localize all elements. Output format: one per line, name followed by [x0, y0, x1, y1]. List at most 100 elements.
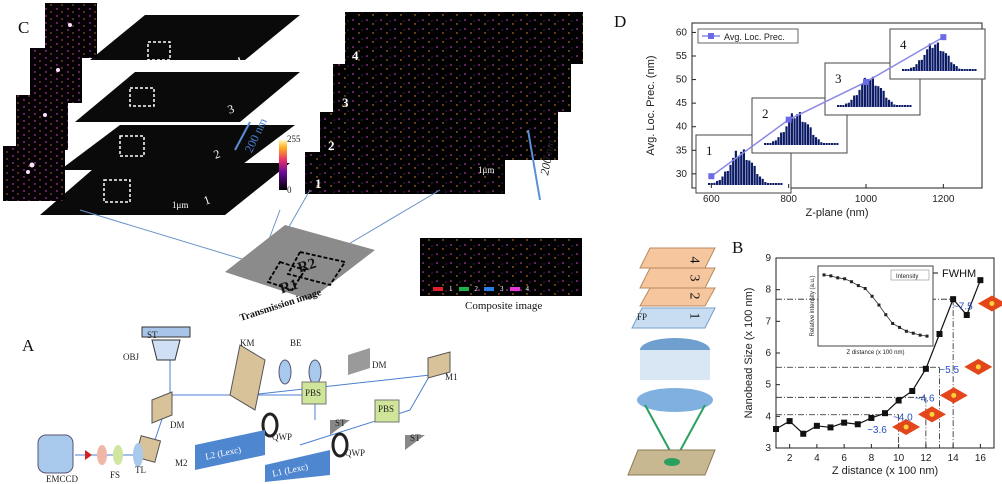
- histogram-bar: [877, 86, 880, 107]
- flat-number-1: 1: [315, 176, 322, 191]
- transmission-image: [225, 225, 375, 300]
- histogram-bar: [780, 132, 783, 145]
- histogram-bar: [774, 183, 778, 185]
- histogram-bar: [974, 69, 977, 71]
- intensity-point: [870, 294, 874, 298]
- x-tick-label: 14: [948, 453, 960, 464]
- legend-swatch-1: [433, 287, 443, 291]
- panel-c-graphic: [3, 3, 583, 300]
- histogram-bar: [708, 183, 711, 185]
- histogram-bar: [847, 102, 850, 107]
- objective-body: [640, 350, 710, 380]
- histogram-bar: [903, 105, 907, 107]
- data-point: [882, 410, 888, 417]
- colorbar: [279, 140, 287, 190]
- histogram-bar: [772, 183, 775, 185]
- x-axis-label-b: Z distance (x 100 nm): [832, 465, 938, 477]
- emccd-camera: [37, 434, 74, 474]
- z-spacing-arrow-left: [234, 121, 251, 151]
- multifocal-schematic: [627, 247, 716, 476]
- plane-number-4: 4: [686, 256, 702, 264]
- annotation-1: ~3.6: [867, 425, 887, 436]
- histogram-bar: [923, 54, 926, 71]
- histogram-bar: [879, 88, 883, 107]
- histogram-bar: [724, 171, 727, 185]
- x-tick-label: 1200: [932, 194, 955, 205]
- intensity-y-label: Relative intensity (a.u.): [810, 275, 816, 336]
- be-lens-1: [278, 359, 292, 385]
- histogram-bar: [944, 53, 948, 71]
- histogram-bar: [963, 69, 966, 71]
- histogram-bar: [966, 69, 969, 71]
- y-axis-label-d: Avg. Loc. Prec. (nm): [645, 55, 657, 155]
- flat-number-2: 2: [328, 138, 335, 153]
- histogram-bar: [910, 67, 913, 71]
- qwp-1: [261, 412, 279, 438]
- histogram-bar: [798, 112, 801, 145]
- histogram-bar: [920, 59, 923, 71]
- histogram-bar: [804, 122, 807, 145]
- data-point: [708, 173, 715, 180]
- colorbar-min: 0: [287, 185, 292, 195]
- histogram-bar: [901, 105, 904, 107]
- label-pbs-2: PBS: [378, 404, 395, 414]
- histogram-bar: [869, 78, 872, 107]
- histogram-bar: [806, 124, 810, 145]
- intensity-point: [911, 331, 915, 335]
- y-tick-label: 30: [676, 169, 688, 180]
- inset-number-1: 1: [706, 143, 713, 158]
- histogram-bar: [782, 132, 785, 145]
- data-point: [863, 78, 869, 85]
- histogram-bar: [801, 121, 804, 145]
- intensity-point: [877, 303, 881, 307]
- series-line-avg-loc-prec: [710, 36, 944, 177]
- label-be: BE: [290, 338, 302, 348]
- panel-b-label: B: [732, 238, 744, 257]
- data-point: [922, 365, 929, 372]
- histogram-bars-3: [837, 76, 912, 107]
- histogram-bar: [939, 50, 942, 71]
- histogram-bar: [918, 60, 921, 71]
- histogram-bar: [734, 150, 737, 185]
- plane-number-1: 1: [686, 312, 702, 320]
- histogram-bar: [931, 47, 934, 71]
- histogram-bars-2: [764, 112, 839, 145]
- focal-plane-3: [639, 267, 716, 289]
- histogram-bar: [855, 95, 858, 107]
- label-dm-left: DM: [170, 420, 185, 430]
- flat-image-3: [333, 64, 571, 112]
- histogram-bar: [866, 82, 869, 107]
- scale-bar-label-left: 1μm: [172, 200, 189, 210]
- label-tl: TL: [135, 465, 146, 475]
- data-point: [977, 277, 984, 284]
- intensity-legend-label: Intensity: [896, 274, 918, 280]
- data-point: [895, 397, 902, 404]
- data-point: [773, 426, 779, 432]
- y-axis-label-b: Nanobead Size (x 100 nm): [743, 288, 755, 419]
- histogram-bar: [839, 105, 842, 107]
- intensity-point: [884, 313, 888, 317]
- label-qwp-2: QWP: [345, 448, 365, 458]
- histogram-bar: [936, 42, 939, 71]
- panel-c-label: C: [18, 18, 30, 37]
- histogram-bar: [822, 143, 826, 145]
- x-tick-label: 600: [703, 194, 720, 205]
- histogram-bar: [863, 77, 866, 107]
- km-mirror: [229, 344, 266, 411]
- annotation-2: ~4.0: [893, 412, 913, 423]
- panel-a-label: A: [22, 336, 35, 355]
- data-point: [909, 388, 916, 394]
- objective: [151, 339, 181, 361]
- inset-number-2: 2: [762, 106, 769, 121]
- histogram-bar: [871, 76, 874, 107]
- y-tick-label: 60: [676, 27, 688, 38]
- data-point: [868, 414, 875, 421]
- x-tick-label: 16: [975, 453, 987, 464]
- annotation-3: ~4.6: [915, 393, 935, 404]
- tilted-plane-3: [75, 72, 300, 122]
- histogram-bar: [902, 69, 905, 71]
- histogram-bar: [777, 137, 780, 145]
- histogram-bar: [958, 68, 961, 71]
- legend-label-d: Avg. Loc. Prec.: [724, 32, 785, 42]
